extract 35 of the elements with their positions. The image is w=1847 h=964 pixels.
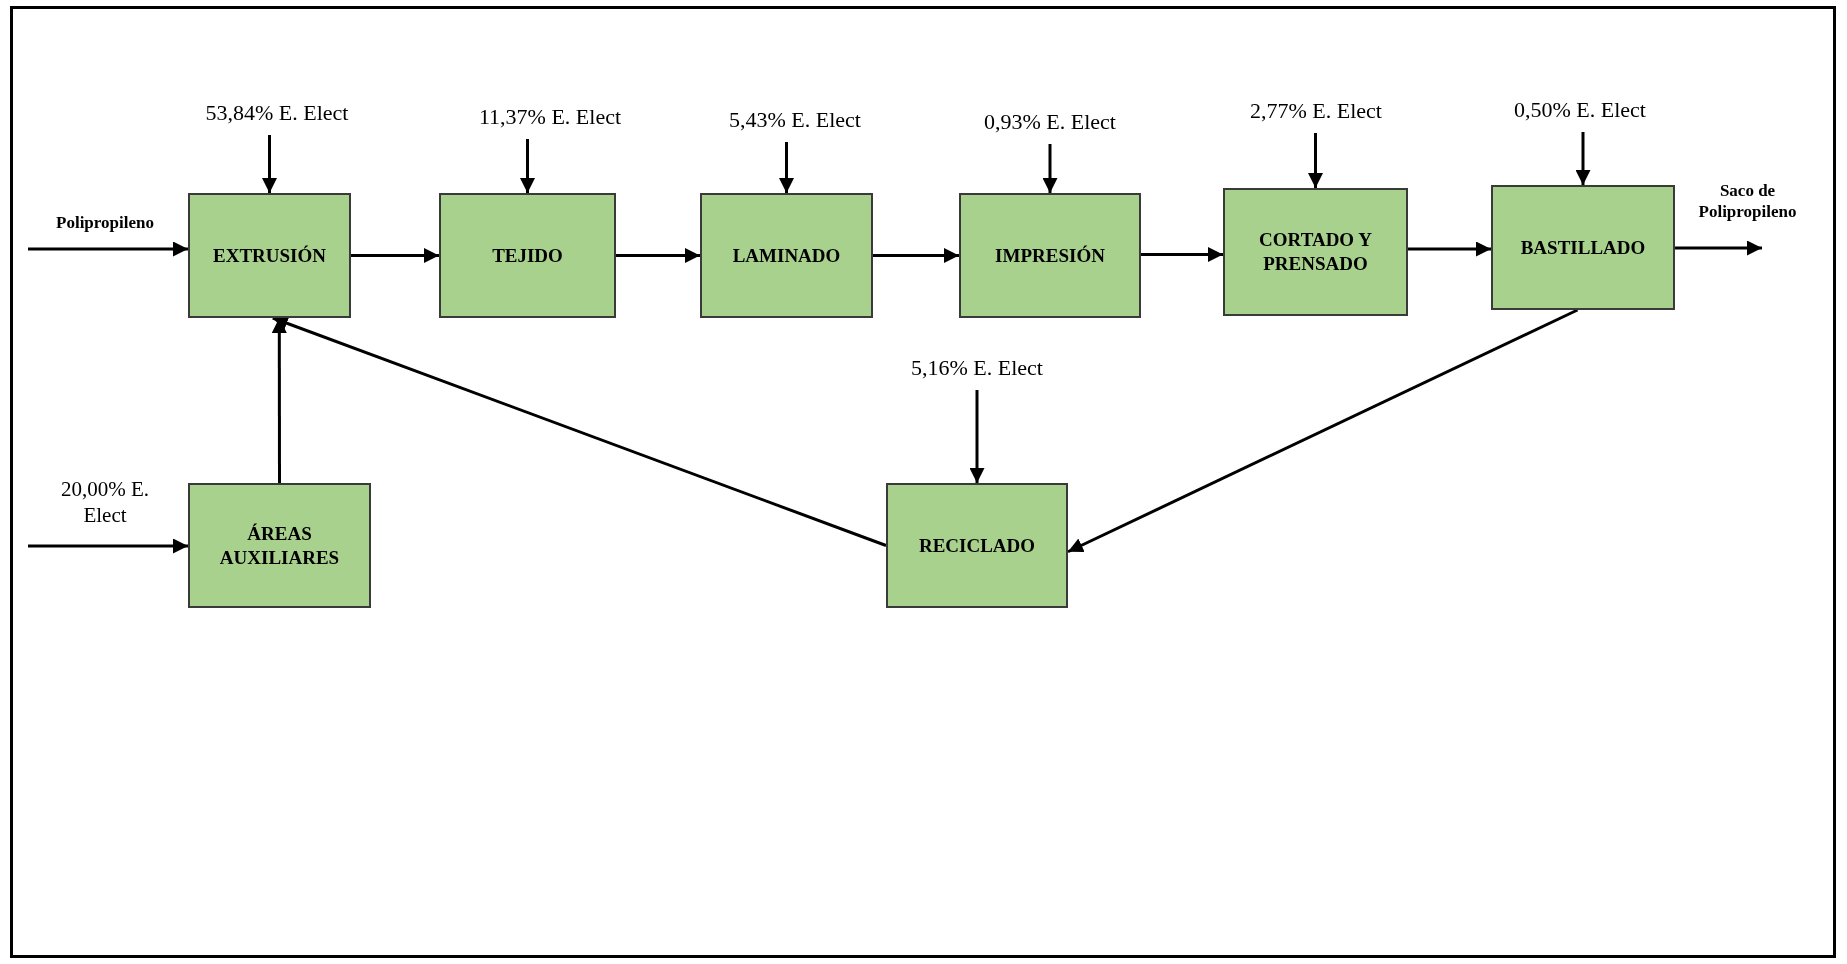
- arrow: [520, 139, 535, 193]
- process-box: BASTILLADO: [1491, 185, 1675, 310]
- arrow: [1308, 133, 1323, 188]
- arrow: [1675, 240, 1762, 256]
- process-box: TEJIDO: [439, 193, 616, 318]
- arrow: [873, 248, 959, 263]
- arrow: [1141, 247, 1223, 262]
- process-box: EXTRUSIÓN: [188, 193, 351, 318]
- energy-label: 0,50% E. Elect: [1490, 96, 1670, 126]
- arrow: [28, 538, 188, 554]
- process-box: IMPRESIÓN: [959, 193, 1141, 318]
- arrow: [1067, 308, 1579, 554]
- energy-label: 0,93% E. Elect: [960, 108, 1140, 138]
- energy-label: 2,77% E. Elect: [1226, 97, 1406, 127]
- process-box: CORTADO Y PRENSADO: [1223, 188, 1408, 316]
- arrow: [351, 248, 439, 263]
- arrow: [779, 142, 794, 193]
- process-box: ÁREAS AUXILIARES: [188, 483, 371, 608]
- energy-label: 5,43% E. Elect: [705, 106, 885, 136]
- arrow: [272, 316, 887, 547]
- arrow: [616, 248, 700, 263]
- edge-label: 20,00% E. Elect: [59, 476, 151, 529]
- energy-label: 5,16% E. Elect: [887, 354, 1067, 384]
- process-box: LAMINADO: [700, 193, 873, 318]
- arrow: [1042, 144, 1058, 193]
- energy-label: 53,84% E. Elect: [187, 99, 367, 129]
- edge-label: Polipropileno: [55, 212, 155, 234]
- arrow: [1408, 241, 1491, 257]
- arrow: [28, 241, 188, 257]
- process-box: RECICLADO: [886, 483, 1068, 608]
- arrow: [262, 135, 277, 193]
- arrow: [969, 390, 985, 483]
- edge-label: Saco de Polipropileno: [1697, 180, 1798, 223]
- energy-label: 11,37% E. Elect: [460, 103, 640, 133]
- arrow: [1575, 132, 1591, 185]
